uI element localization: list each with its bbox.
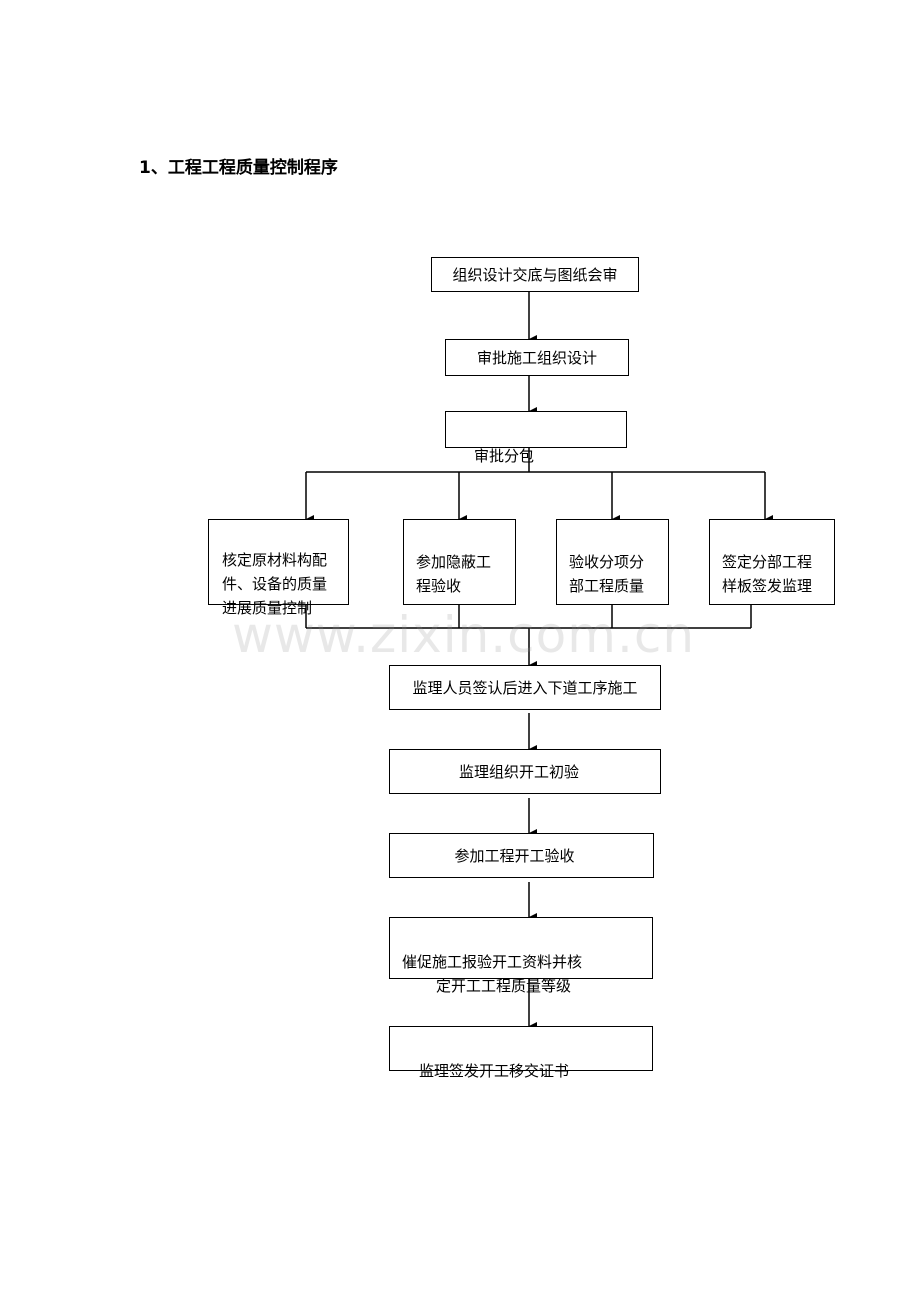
node-verify-materials: 核定原材料构配 件、设备的质量 进展质量控制: [208, 519, 349, 617]
node-preliminary-inspection: 监理组织开工初验: [389, 749, 661, 794]
node-design-review: 组织设计交底与图纸会审: [431, 257, 639, 292]
node-urge-documentation-line: 定开工工程质量等级: [436, 977, 572, 995]
node-urge-documentation: 催促施工报验开工资料并核定开工工程质量等级: [389, 917, 653, 995]
node-approve-construction-design: 审批施工组织设计: [445, 339, 629, 376]
node-approve-subcontract: 审批分包: [445, 411, 627, 465]
node-approve-construction-design-label: 审批施工组织设计: [476, 348, 597, 367]
node-urge-documentation-label: 催促施工报验开工资料并核定开工工程质量等级: [402, 950, 652, 998]
node-subitem-acceptance-label: 验收分项分 部工程质量: [569, 553, 645, 595]
node-urge-documentation-line: 催促施工报验开工资料并核: [402, 953, 583, 971]
node-supervisor-signoff-label: 监理人员签认后进入下道工序施工: [412, 678, 638, 697]
node-handover-certificate-label: 监理签发开工移交证书: [419, 1062, 570, 1080]
node-subitem-acceptance: 验收分项分 部工程质量: [556, 519, 669, 605]
node-sample-signoff-label: 签定分部工程 样板签发监理: [722, 553, 813, 595]
node-verify-materials-label: 核定原材料构配 件、设备的质量 进展质量控制: [222, 551, 328, 617]
node-handover-certificate: 监理签发开工移交证书: [389, 1026, 653, 1080]
node-sample-signoff: 签定分部工程 样板签发监理: [709, 519, 835, 605]
watermark: www.zixin.com.cn: [232, 606, 696, 664]
node-concealed-works-label: 参加隐蔽工 程验收: [416, 553, 492, 595]
node-preliminary-inspection-label: 监理组织开工初验: [458, 762, 579, 781]
node-commencement-acceptance: 参加工程开工验收: [389, 833, 654, 878]
node-commencement-acceptance-label: 参加工程开工验收: [454, 846, 575, 865]
node-supervisor-signoff: 监理人员签认后进入下道工序施工: [389, 665, 661, 710]
node-approve-subcontract-label: 审批分包: [474, 447, 535, 465]
node-design-review-label: 组织设计交底与图纸会审: [452, 265, 618, 284]
section-heading: 1、工程工程质量控制程序: [139, 158, 338, 178]
node-concealed-works: 参加隐蔽工 程验收: [403, 519, 516, 605]
